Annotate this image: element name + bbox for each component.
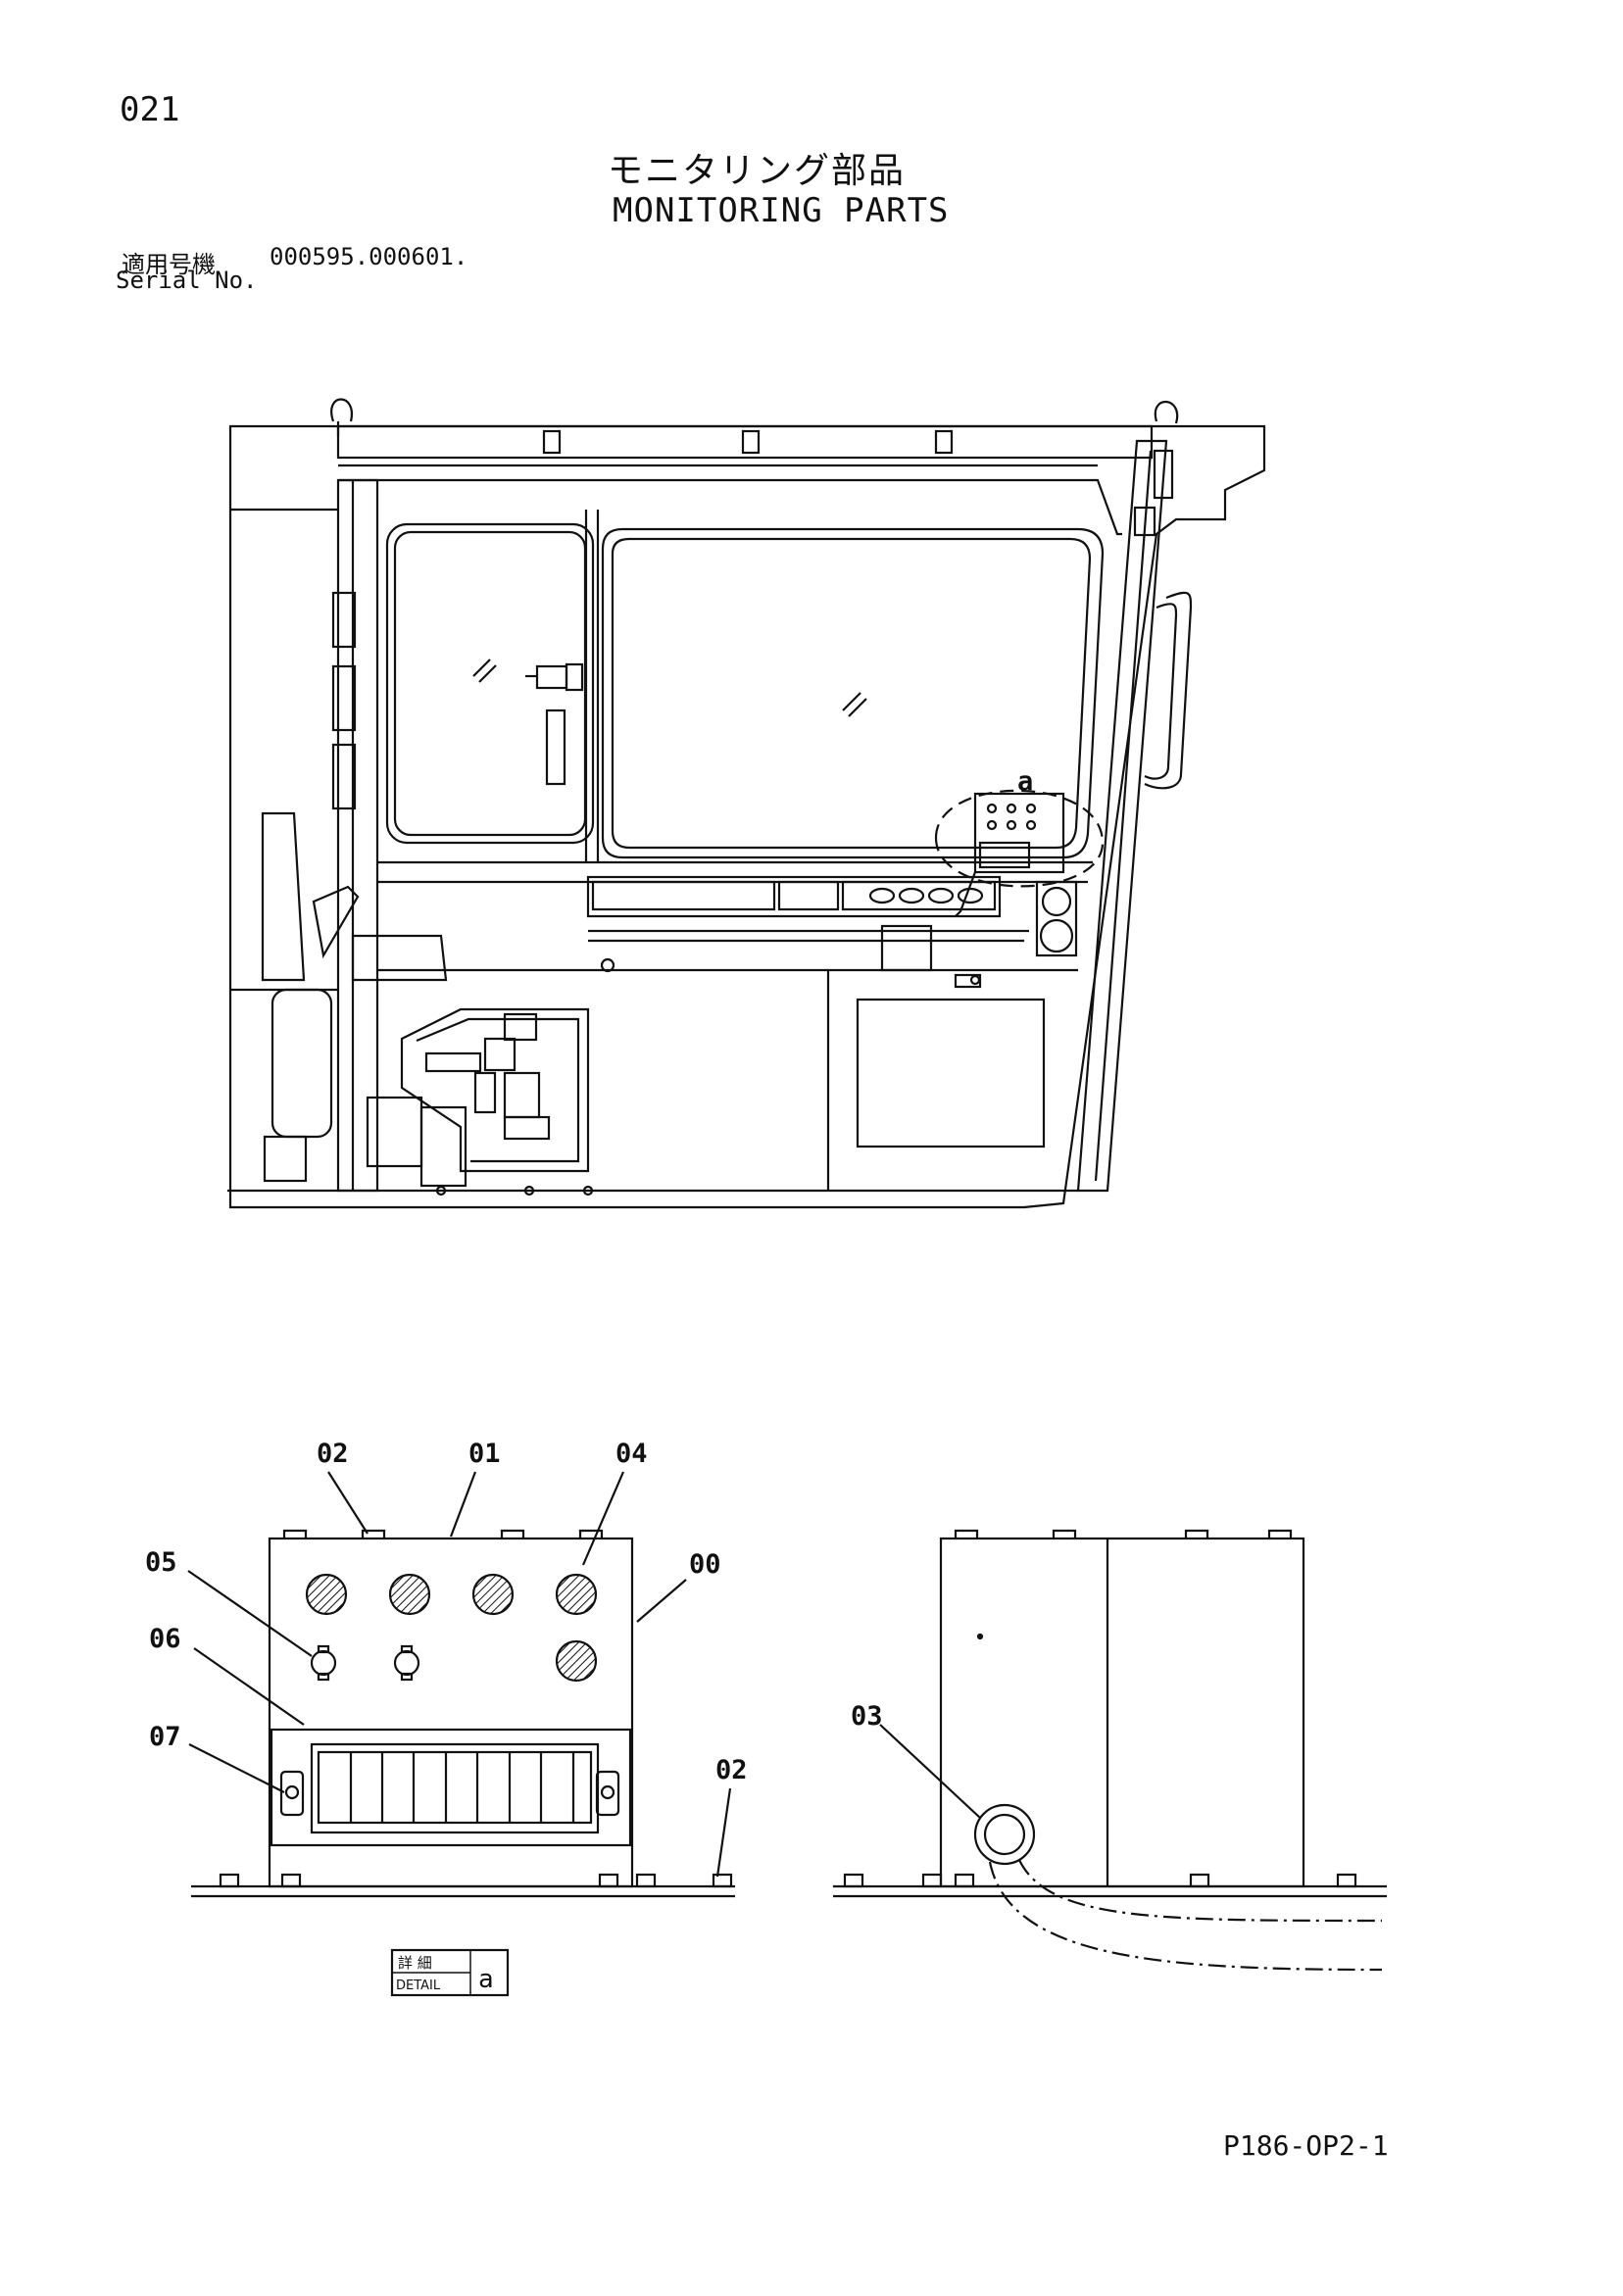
title-japanese: モニタリング部品 — [608, 151, 907, 191]
detail-box-japanese: 詳 細 — [398, 1954, 432, 1972]
detail-a-callout: a — [1017, 766, 1033, 797]
monitor-side-view — [833, 1529, 1387, 1972]
part-label-01: 01 — [468, 1439, 501, 1469]
part-label-04: 04 — [615, 1439, 648, 1469]
serial-value: 000595.000601. — [270, 243, 468, 270]
part-label-02-right: 02 — [715, 1755, 748, 1785]
document-code: P186-OP2-1 — [1223, 2129, 1389, 2162]
part-label-02-top: 02 — [317, 1439, 349, 1469]
detail-label-box — [390, 1948, 510, 1997]
monitor-front-view — [187, 1471, 735, 1898]
page-number: 021 — [120, 90, 180, 129]
detail-box-english: DETAIL — [396, 1978, 441, 1993]
title-english: MONITORING PARTS — [613, 191, 950, 230]
serial-label-english: Serial No. — [116, 267, 258, 294]
part-label-06: 06 — [149, 1624, 181, 1654]
part-label-03: 03 — [851, 1701, 883, 1732]
part-label-07: 07 — [149, 1722, 181, 1752]
part-label-05: 05 — [145, 1547, 177, 1578]
serial-label-japanese: 適用号機 — [122, 251, 216, 278]
cab-overview-drawing — [227, 398, 1266, 1209]
part-label-00: 00 — [689, 1549, 721, 1580]
detail-box-letter: a — [478, 1965, 494, 1994]
